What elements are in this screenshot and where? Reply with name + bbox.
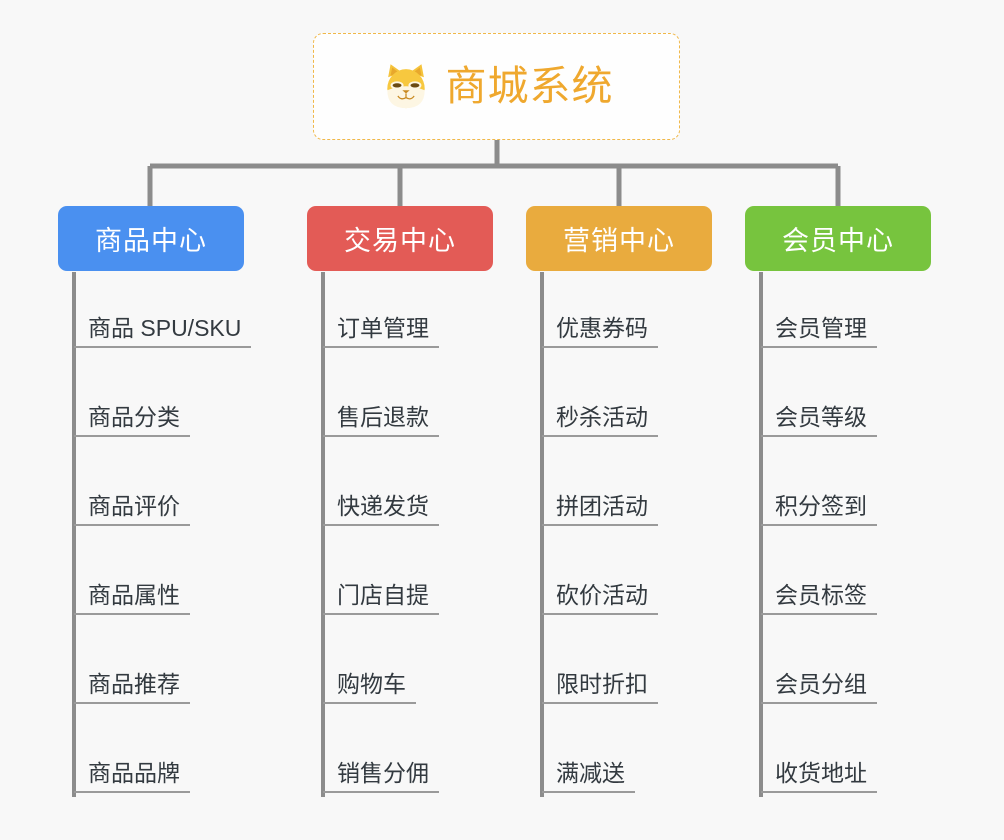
leaf-item[interactable]: 砍价活动 [542, 579, 658, 619]
leaf-item[interactable]: 商品推荐 [74, 668, 190, 708]
leaf-item[interactable]: 会员分组 [761, 668, 877, 708]
category-node-marketing[interactable]: 营销中心 [526, 206, 712, 271]
category-label: 营销中心 [563, 226, 675, 256]
leaf-label: 商品推荐 [74, 673, 190, 704]
category-node-trade[interactable]: 交易中心 [307, 206, 493, 271]
leaf-item[interactable]: 购物车 [323, 668, 416, 708]
leaf-item[interactable]: 收货地址 [761, 757, 877, 797]
leaf-item[interactable]: 积分签到 [761, 490, 877, 530]
leaf-item[interactable]: 优惠券码 [542, 312, 658, 352]
leaf-item[interactable]: 满减送 [542, 757, 635, 797]
leaf-item[interactable]: 秒杀活动 [542, 401, 658, 441]
shiba-dog-face-icon [380, 61, 432, 113]
leaf-label: 积分签到 [761, 495, 877, 526]
leaf-item[interactable]: 商品评价 [74, 490, 190, 530]
leaf-label: 满减送 [542, 762, 635, 793]
leaf-item[interactable]: 拼团活动 [542, 490, 658, 530]
leaf-item[interactable]: 商品 SPU/SKU [74, 312, 252, 352]
leaf-label: 会员等级 [761, 406, 877, 437]
leaf-label: 销售分佣 [323, 762, 439, 793]
leaf-item[interactable]: 门店自提 [323, 579, 439, 619]
leaf-item[interactable]: 销售分佣 [323, 757, 439, 797]
leaf-item[interactable]: 商品分类 [74, 401, 190, 441]
leaf-label: 订单管理 [323, 317, 439, 348]
leaf-label: 快递发货 [323, 495, 439, 526]
category-label: 商品中心 [95, 226, 207, 256]
leaf-label: 优惠券码 [542, 317, 658, 348]
root-node[interactable]: 商城系统 [313, 33, 680, 140]
leaf-item[interactable]: 限时折扣 [542, 668, 658, 708]
leaf-label: 商品属性 [74, 584, 190, 615]
leaf-label: 商品 SPU/SKU [74, 317, 252, 348]
leaf-item[interactable]: 快递发货 [323, 490, 439, 530]
leaf-item[interactable]: 订单管理 [323, 312, 439, 352]
leaf-label: 门店自提 [323, 584, 439, 615]
leaf-label: 限时折扣 [542, 673, 658, 704]
leaf-label: 收货地址 [761, 762, 877, 793]
leaf-item[interactable]: 会员管理 [761, 312, 877, 352]
leaf-item[interactable]: 商品属性 [74, 579, 190, 619]
root-title: 商城系统 [445, 63, 614, 109]
leaf-label: 拼团活动 [542, 495, 658, 526]
leaf-label: 砍价活动 [542, 584, 658, 615]
leaf-item[interactable]: 会员等级 [761, 401, 877, 441]
leaf-label: 商品分类 [74, 406, 190, 437]
leaf-label: 会员标签 [761, 584, 877, 615]
leaf-label: 会员管理 [761, 317, 877, 348]
leaf-item[interactable]: 会员标签 [761, 579, 877, 619]
category-node-member[interactable]: 会员中心 [745, 206, 931, 271]
category-label: 会员中心 [782, 226, 894, 256]
leaf-label: 商品评价 [74, 495, 190, 526]
leaf-label: 商品品牌 [74, 762, 190, 793]
category-label: 交易中心 [344, 226, 456, 256]
leaf-label: 会员分组 [761, 673, 877, 704]
category-node-product[interactable]: 商品中心 [58, 206, 244, 271]
leaf-label: 售后退款 [323, 406, 439, 437]
leaf-label: 购物车 [323, 673, 416, 704]
leaf-item[interactable]: 商品品牌 [74, 757, 190, 797]
leaf-item[interactable]: 售后退款 [323, 401, 439, 441]
leaf-label: 秒杀活动 [542, 406, 658, 437]
